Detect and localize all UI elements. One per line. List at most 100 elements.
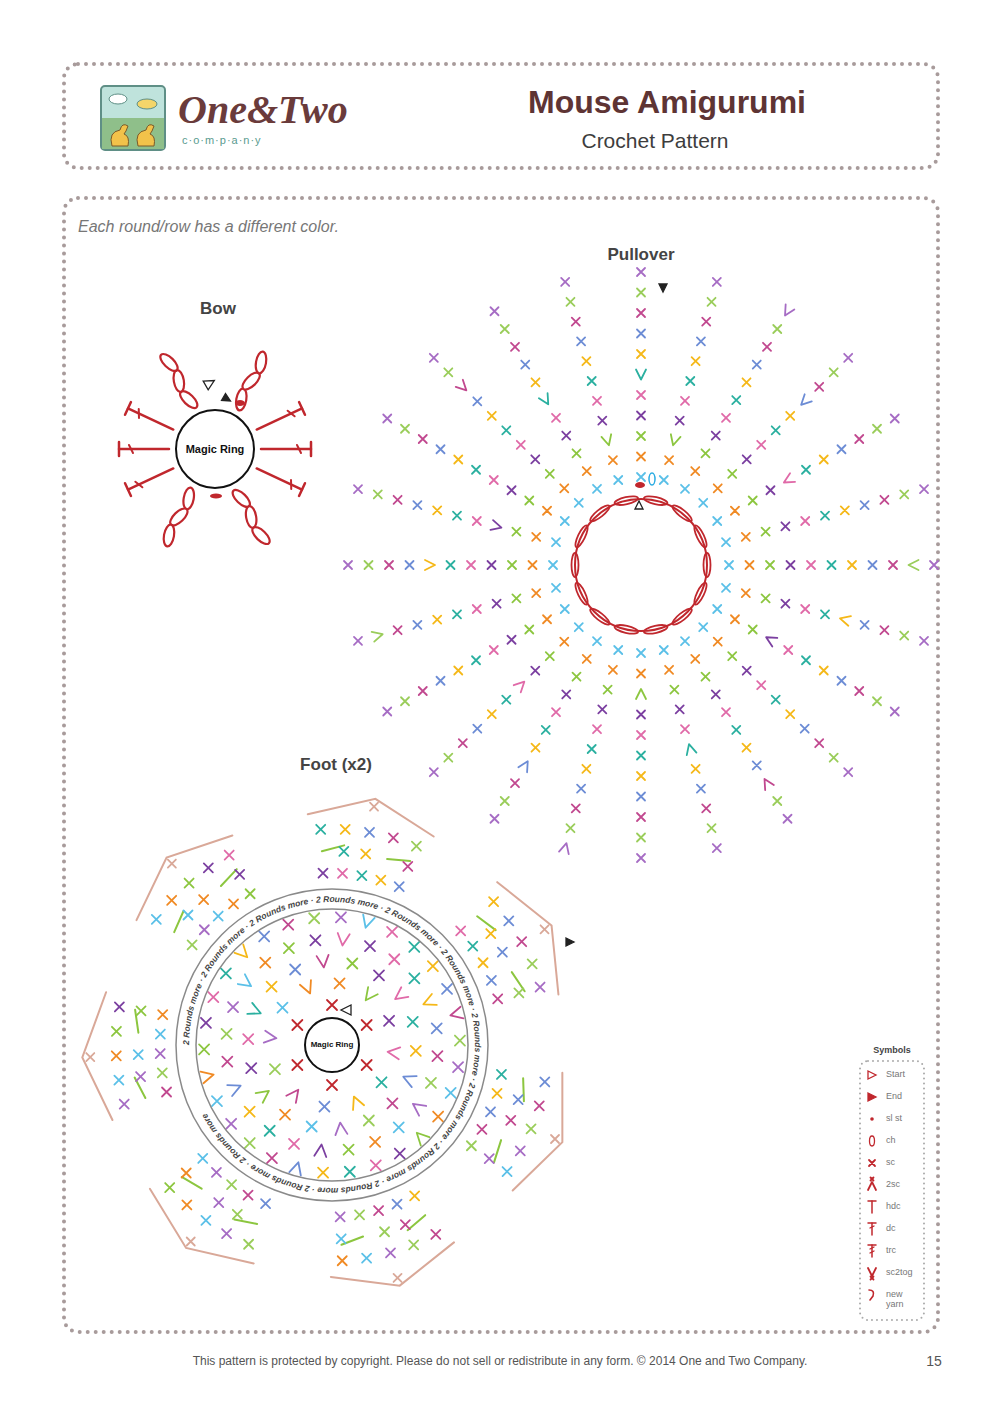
sc-stitch: [374, 1206, 383, 1215]
sc-stitch: [577, 785, 585, 793]
increase-stitch: [636, 370, 646, 380]
sc-stitch: [535, 1101, 544, 1110]
sc-stitch: [512, 528, 520, 536]
sc-stitch: [115, 1002, 124, 1011]
sc-stitch: [222, 1029, 232, 1039]
sc-stitch: [566, 824, 574, 832]
round-band: [176, 889, 488, 1201]
increase-stitch: [601, 434, 611, 445]
sc-stitch: [582, 765, 590, 773]
sc-stitch: [762, 528, 770, 536]
sc-stitch: [713, 517, 721, 525]
sc-stitch: [283, 920, 293, 930]
increase-stitch: [300, 980, 311, 993]
sc-stitch: [660, 646, 668, 654]
sc-stitch: [552, 414, 560, 422]
sc-stitch: [167, 896, 176, 905]
sc-stitch: [86, 1053, 94, 1061]
sc-stitch: [728, 652, 736, 660]
sc-stitch: [198, 1154, 207, 1163]
sc-stitch: [472, 466, 480, 474]
sc-stitch: [444, 368, 452, 376]
sc-stitch: [900, 632, 908, 640]
sc-stitch: [394, 1122, 404, 1132]
sc-stitch: [393, 1200, 402, 1209]
sc-stitch: [233, 1210, 242, 1219]
sc-stitch: [712, 432, 720, 440]
dc-symbol: [870, 1226, 874, 1228]
increase-stitch: [456, 380, 467, 391]
sc-stitch: [489, 897, 498, 906]
chain-stitch: [614, 495, 639, 507]
chain-stitch: [643, 623, 668, 635]
sc-stitch: [158, 1010, 167, 1019]
outer-round: [497, 882, 558, 994]
legend-symbols: [868, 1071, 876, 1300]
increase-stitch: [403, 1076, 416, 1087]
dc-stitch: [119, 448, 169, 451]
dc-crossbar: [297, 445, 301, 453]
legend-text: sc: [886, 1157, 920, 1167]
sc-stitch: [246, 1063, 256, 1073]
sc-stitch: [551, 1135, 559, 1143]
sc-stitch: [504, 916, 513, 925]
sc-stitch: [112, 1027, 121, 1036]
sc-stitch: [162, 1087, 171, 1096]
sc-stitch: [199, 1044, 209, 1054]
sc-stitch: [552, 708, 560, 716]
sc-stitch: [781, 522, 789, 530]
sc-stitch: [766, 561, 774, 569]
increase-stitch: [235, 944, 248, 957]
sc-stitch: [454, 667, 462, 675]
sc-stitch: [749, 626, 757, 634]
sc-stitch: [394, 626, 402, 634]
sc-stitch: [802, 466, 810, 474]
trc-symbol: [868, 1244, 876, 1246]
sc-stitch: [245, 1107, 255, 1117]
sc-stitch: [637, 309, 645, 317]
sc-stitch: [855, 435, 863, 443]
dc-top: [299, 483, 305, 496]
sc-stitch: [307, 1122, 317, 1132]
sc-stitch: [786, 710, 794, 718]
logo-ground: [102, 118, 164, 149]
sc-stitch: [446, 1088, 456, 1098]
sc-stitch: [532, 744, 540, 752]
sc-stitch: [201, 1018, 211, 1028]
increase-stitch: [372, 632, 383, 642]
sc-stitch: [387, 927, 397, 937]
sc-stitch: [168, 860, 176, 868]
sc-stitch: [200, 925, 209, 934]
sc-stitch: [732, 396, 740, 404]
sc-stitch: [815, 383, 823, 391]
sc-stitch: [521, 361, 529, 369]
sc-stitch: [742, 533, 750, 541]
outer-round: [82, 992, 112, 1120]
sc-stitch: [187, 1237, 195, 1245]
increase-stitch: [395, 987, 408, 999]
sc-stitch: [743, 455, 751, 463]
sc-stitch: [284, 943, 294, 953]
sc-stitch: [199, 895, 208, 904]
sc-stitch: [786, 412, 794, 420]
decrease-line: [494, 1140, 501, 1162]
sc-stitch: [637, 649, 645, 657]
part-name: Bow: [200, 299, 236, 319]
sc-stitch: [573, 673, 581, 681]
dc-stitch: [261, 448, 311, 451]
sc-stitch: [386, 1248, 395, 1257]
sc-stitch: [413, 621, 421, 629]
increase-stitch: [784, 473, 795, 482]
sc-stitch: [354, 637, 362, 645]
sc-stitch: [802, 656, 810, 664]
sc-stitch: [930, 561, 938, 569]
sc-stitch: [637, 834, 645, 842]
sc-stitch: [815, 739, 823, 747]
dc-top: [299, 402, 305, 415]
sc-stitch: [757, 681, 765, 689]
logo-duck: [137, 125, 155, 146]
increase-stitch: [909, 560, 919, 570]
sc-stitch: [383, 415, 391, 423]
logo-square: [101, 86, 165, 150]
